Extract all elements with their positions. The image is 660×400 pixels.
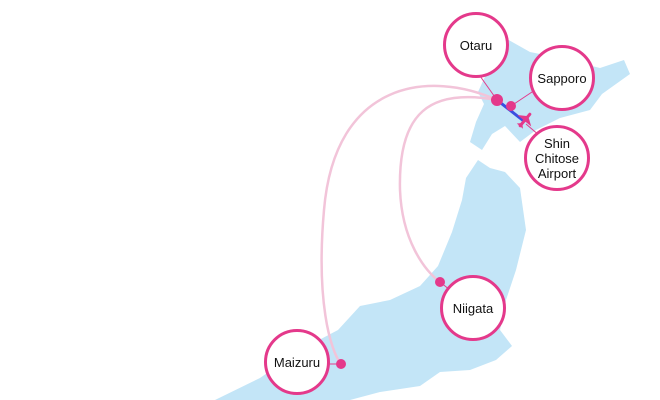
route-otaru-niigata xyxy=(398,95,498,283)
shin-chitose-label: Shin Chitose Airport xyxy=(534,135,580,181)
city-label-shin-chitose[interactable]: Shin Chitose Airport xyxy=(524,125,590,191)
route-otaru-maizuru xyxy=(320,84,498,365)
city-label-niigata[interactable]: Niigata xyxy=(440,275,506,341)
city-label-otaru[interactable]: Otaru xyxy=(443,12,509,78)
city-label-sapporo[interactable]: Sapporo xyxy=(529,45,595,111)
honshu-landmass xyxy=(215,160,526,400)
sapporo-label: Sapporo xyxy=(537,70,587,86)
sapporo-marker[interactable] xyxy=(506,101,516,111)
maizuru-label: Maizuru xyxy=(273,354,321,370)
otaru-marker[interactable] xyxy=(491,94,503,106)
niigata-marker[interactable] xyxy=(435,277,445,287)
otaru-label: Otaru xyxy=(459,37,493,53)
niigata-label: Niigata xyxy=(452,300,494,316)
maizuru-marker[interactable] xyxy=(336,359,346,369)
city-label-maizuru[interactable]: Maizuru xyxy=(264,329,330,395)
